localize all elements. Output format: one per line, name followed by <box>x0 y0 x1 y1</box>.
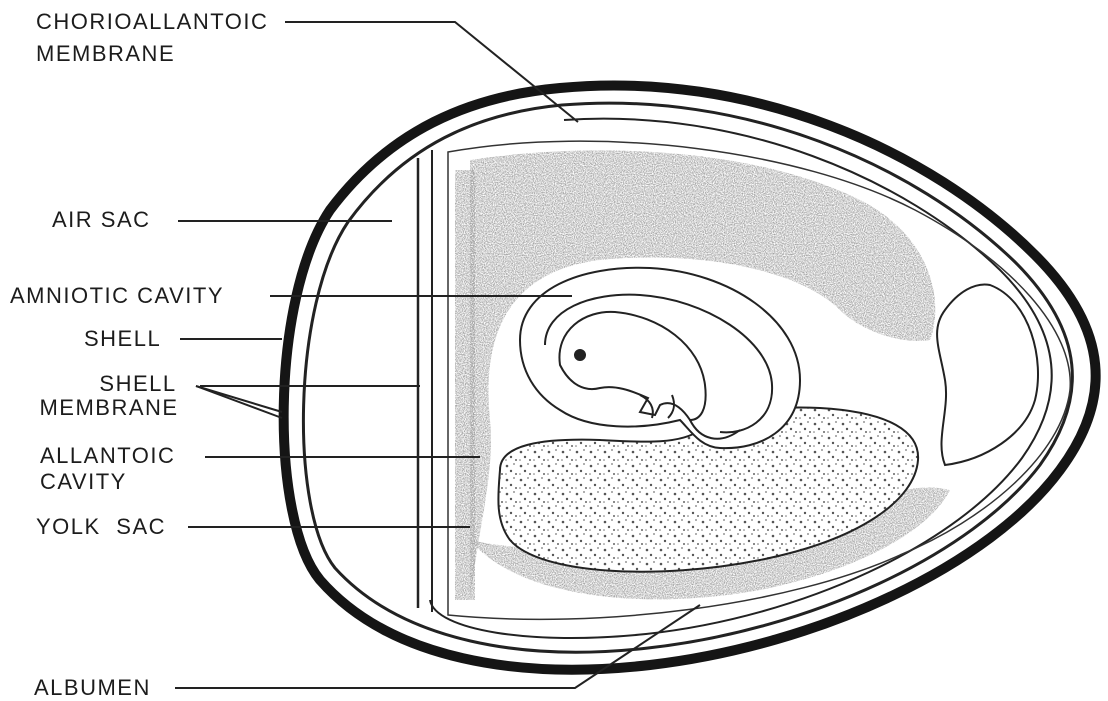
label-amniotic-cavity: AMNIOTIC CAVITY <box>10 284 224 308</box>
label-albumen: ALBUMEN <box>34 676 151 700</box>
label-yolk-sac: YOLK SAC <box>36 515 166 539</box>
label-shell-membrane-line2: MEMBRANE <box>34 396 184 420</box>
allantois-fold <box>937 284 1038 465</box>
label-chorioallantoic-line1: CHORIOALLANTOIC <box>36 10 268 34</box>
label-shell: SHELL <box>84 327 161 351</box>
label-allantoic-line2: CAVITY <box>40 470 127 494</box>
label-chorioallantoic-line2: MEMBRANE <box>36 42 175 66</box>
chorioallantoic-leader <box>285 22 578 122</box>
label-shell-membrane-line1: SHELL <box>90 372 186 396</box>
label-air-sac: AIR SAC <box>52 208 151 232</box>
label-allantoic-line1: ALLANTOIC <box>40 444 175 468</box>
